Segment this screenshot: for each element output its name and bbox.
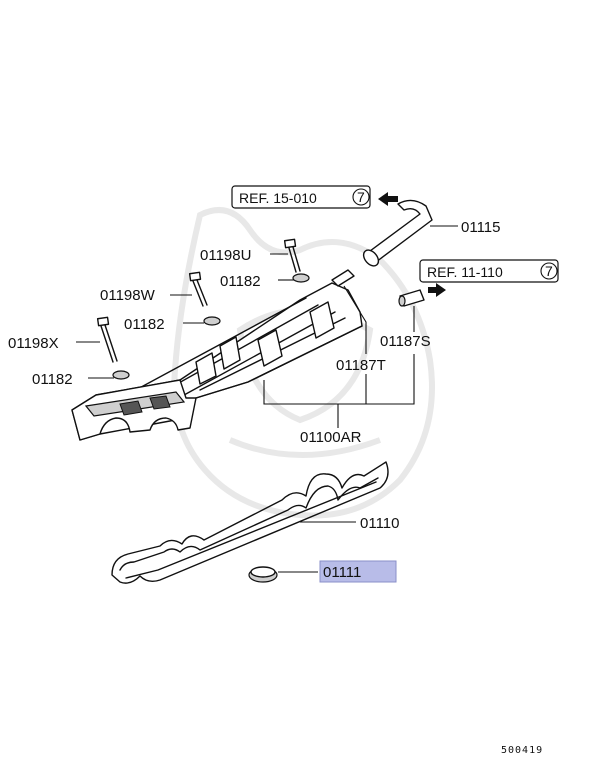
label-01111: 01111 xyxy=(323,564,361,581)
seal-washer-a xyxy=(292,273,310,283)
nipple-01187S xyxy=(398,289,425,307)
ref-box-15-010[interactable]: REF. 15-010 7 xyxy=(231,185,371,209)
label-01198U: 01198U xyxy=(200,247,251,264)
leader-lines xyxy=(76,225,458,573)
seal-washer-c xyxy=(112,370,130,380)
highlight-box xyxy=(319,560,397,583)
pcv-hose xyxy=(362,199,433,267)
label-01198X: 01198X xyxy=(8,335,59,352)
label-01187S: 01187S xyxy=(380,333,431,350)
label-01110: 01110 xyxy=(360,515,400,532)
label-01187T: 01187T xyxy=(336,357,386,374)
arrow-icon xyxy=(378,192,398,206)
label-01182-a: 01182 xyxy=(220,273,261,290)
seal-washer-b xyxy=(203,316,221,326)
label-01182-c: 01182 xyxy=(32,371,73,388)
arrow-icon xyxy=(428,283,446,297)
valve-cover-gasket xyxy=(111,461,389,584)
bolt-01198W xyxy=(188,271,208,307)
label-01182-b: 01182 xyxy=(124,316,165,333)
plug-seal xyxy=(248,566,278,583)
ref-circled-number: 7 xyxy=(545,263,553,279)
label-01198W: 01198W xyxy=(100,287,156,304)
ref-box-text: REF. 11-110 xyxy=(427,264,503,280)
label-01115: 01115 xyxy=(461,219,501,236)
diagram-code: 500419 xyxy=(501,745,543,756)
ref-box-11-110[interactable]: REF. 11-110 7 xyxy=(419,259,559,283)
label-01100AR: 01100AR xyxy=(300,429,362,446)
bolt-01198X xyxy=(96,316,118,363)
highlighted-part-01111[interactable]: 01111 xyxy=(319,560,397,583)
nipple-01187T xyxy=(331,269,355,287)
rocker-cover xyxy=(71,282,363,441)
ref-box-text: REF. 15-010 xyxy=(239,190,317,206)
bolt-01198U xyxy=(283,238,301,273)
ref-circled-number: 7 xyxy=(357,189,365,205)
